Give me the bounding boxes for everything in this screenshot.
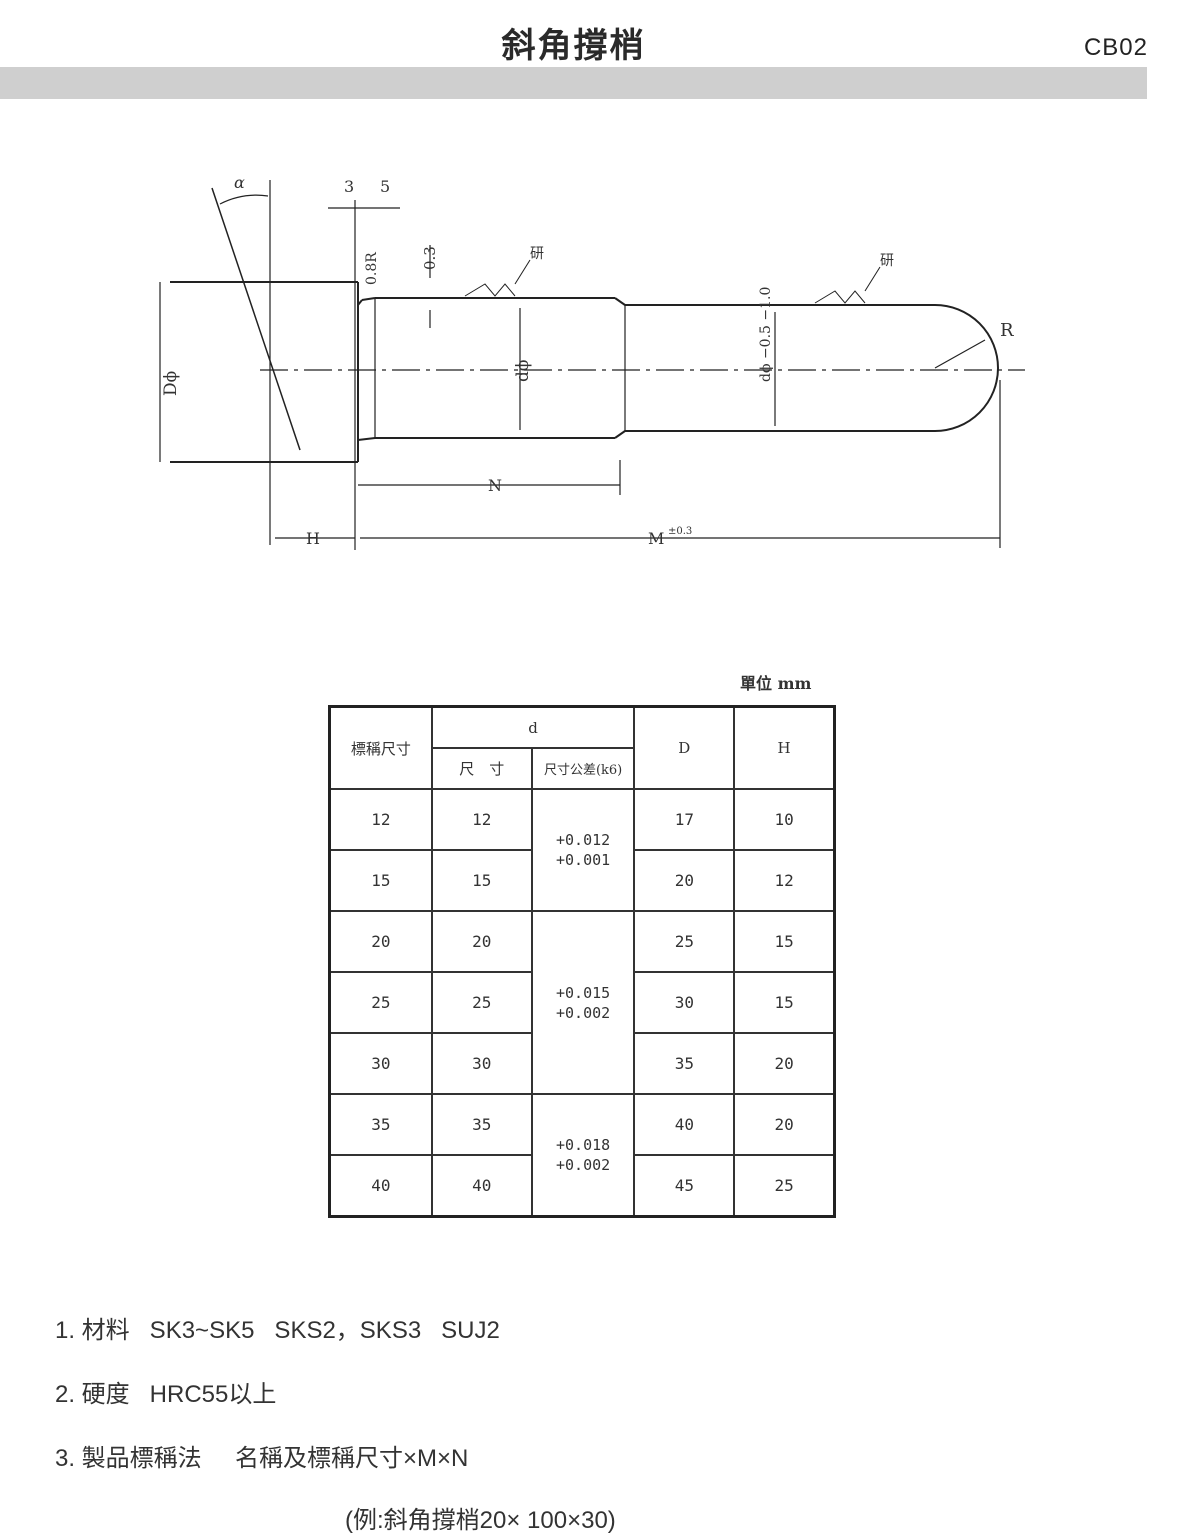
cell-d: 20 xyxy=(430,910,533,973)
cell-h: 10 xyxy=(733,788,836,851)
notes-list: 1. 材料 SK3~SK5 SKS2，SKS3 SUJ2 2. 硬度 HRC55… xyxy=(55,1310,500,1502)
cell-nominal: 25 xyxy=(328,971,433,1034)
cell-h: 12 xyxy=(733,849,836,912)
header-nominal: 標稱尺寸 xyxy=(328,705,433,790)
table-row: 40 40 45 25 xyxy=(328,1154,836,1218)
cell-big-d: 45 xyxy=(633,1154,736,1218)
alpha-label: α xyxy=(234,173,245,192)
m-label: M xyxy=(648,529,664,548)
grind-label-1: 研 xyxy=(530,246,544,262)
cell-nominal: 35 xyxy=(328,1093,433,1156)
spec-table: 標稱尺寸 d D H 尺 寸 尺寸公差(k6) 12 12 +0.012 +0.… xyxy=(328,705,836,1218)
tolerance-lower: +0.001 xyxy=(556,851,611,869)
tolerance-upper: +0.012 xyxy=(556,831,611,849)
cell-h: 20 xyxy=(733,1032,836,1095)
cell-d: 30 xyxy=(430,1032,533,1095)
tolerance-group-1: +0.012 +0.001 xyxy=(530,788,636,912)
tolerance-group-3: +0.018 +0.002 xyxy=(530,1093,636,1218)
note-hardness: 2. 硬度 HRC55以上 xyxy=(55,1381,277,1408)
cell-big-d: 17 xyxy=(633,788,736,851)
cell-big-d: 25 xyxy=(633,910,736,973)
n-label: N xyxy=(488,476,502,495)
designation-example: (例:斜角撐梢20× 100×30) xyxy=(345,1507,616,1534)
table-row: 15 15 20 12 xyxy=(328,849,836,912)
table-row: 35 35 +0.018 +0.002 40 20 xyxy=(328,1093,836,1218)
cell-d: 35 xyxy=(430,1093,533,1156)
cell-big-d: 20 xyxy=(633,849,736,912)
cell-d: 40 xyxy=(430,1154,533,1218)
cell-nominal: 30 xyxy=(328,1032,433,1095)
table-row: 30 30 35 20 xyxy=(328,1032,836,1095)
header-d: d xyxy=(430,705,636,749)
cell-big-d: 35 xyxy=(633,1032,736,1095)
shank-diameter-label: dϕ xyxy=(513,360,533,382)
cell-d: 25 xyxy=(430,971,533,1034)
dim-3-label: 3 xyxy=(344,177,354,196)
cell-big-d: 30 xyxy=(633,971,736,1034)
grind-label-2: 研 xyxy=(880,253,894,269)
cell-nominal: 12 xyxy=(328,788,433,851)
cell-d: 12 xyxy=(430,788,533,851)
cell-h: 15 xyxy=(733,910,836,973)
tip-diameter-label: dϕ −0.5 −1.0 xyxy=(758,287,774,382)
cell-h: 15 xyxy=(733,971,836,1034)
page-title: 斜角撐梢 xyxy=(501,26,646,66)
cell-h: 25 xyxy=(733,1154,836,1218)
radius-08-label: 0.8R xyxy=(364,252,380,285)
unit-label: 單位 mm xyxy=(740,674,812,693)
tolerance-lower: +0.002 xyxy=(556,1003,611,1022)
cell-d: 15 xyxy=(430,849,533,912)
header-tolerance: 尺寸公差(k6) xyxy=(530,747,636,790)
header-bar xyxy=(0,67,1147,99)
table-row: 25 25 30 15 xyxy=(328,971,836,1034)
note-designation: 3. 製品標稱法 名稱及標稱尺寸×M×N xyxy=(55,1445,469,1472)
dim-03-label: 0.3 xyxy=(421,246,439,270)
cell-h: 20 xyxy=(733,1093,836,1156)
table-row: 12 12 +0.012 +0.001 17 10 xyxy=(328,788,836,912)
dim-5-label: 5 xyxy=(380,177,390,196)
m-tolerance-label: ±0.3 xyxy=(668,526,692,537)
cell-big-d: 40 xyxy=(633,1093,736,1156)
cell-nominal: 20 xyxy=(328,910,433,973)
note-material: 1. 材料 SK3~SK5 SKS2，SKS3 SUJ2 xyxy=(55,1317,500,1344)
part-code: CB02 xyxy=(1083,34,1148,61)
pin-drawing-svg: α 3 5 0.8R 0.3 研 研 Dϕ dϕ dϕ −0.5 −1.0 R … xyxy=(159,173,1025,550)
table-row: 20 20 +0.015 +0.002 25 15 xyxy=(328,910,836,1095)
cell-nominal: 40 xyxy=(328,1154,433,1218)
cell-nominal: 15 xyxy=(328,849,433,912)
tolerance-lower: +0.002 xyxy=(556,1156,611,1174)
tolerance-upper: +0.018 xyxy=(556,1136,611,1154)
radius-label: R xyxy=(1000,320,1014,341)
technical-drawing: α 3 5 0.8R 0.3 研 研 Dϕ dϕ dϕ −0.5 −1.0 R … xyxy=(130,160,1030,584)
big-diameter-label: Dϕ xyxy=(161,371,181,396)
h-label: H xyxy=(306,529,320,548)
header-h: H xyxy=(733,705,836,790)
tolerance-group-2: +0.015 +0.002 xyxy=(530,910,636,1095)
tolerance-upper: +0.015 xyxy=(556,983,611,1002)
header-big-d: D xyxy=(633,705,736,790)
header-size: 尺 寸 xyxy=(430,747,533,790)
